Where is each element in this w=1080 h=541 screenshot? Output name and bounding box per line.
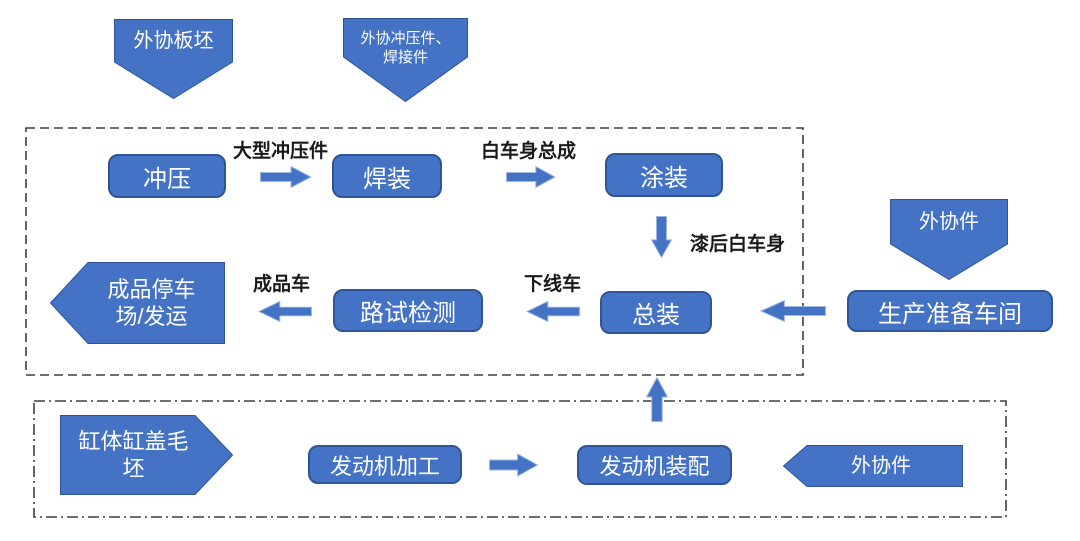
flow-label-offline-vehicle: 下线车 [524, 274, 582, 295]
node-painting: 涂装 [605, 153, 723, 197]
pentagon-down-shape [343, 18, 468, 102]
input-slab-label: 外协板坯 [133, 29, 214, 52]
pentagon-down-shape [890, 199, 1008, 280]
flow-label-large-stamping-parts: 大型冲压件 [233, 141, 329, 162]
input-cylinder-blank-label: 缸体缸盖毛坯 [78, 428, 189, 482]
flow-label-body-in-white-assembly: 白车身总成 [481, 141, 577, 162]
input-outsourced-parts-engine-pentagon: 外协件 [783, 445, 963, 487]
input-outsourced-parts-main-label: 外协件 [919, 211, 979, 233]
arrow-assembly-to-roadtest-icon [526, 301, 580, 322]
node-road-test: 路试检测 [333, 289, 483, 332]
node-final-assembly: 总装 [600, 291, 712, 334]
node-stamping: 冲压 [108, 154, 226, 198]
arrow-welding-to-painting-icon [506, 166, 556, 188]
main-plant-boundary [25, 127, 804, 376]
node-engine-machining: 发动机加工 [308, 445, 462, 484]
node-production-prep-workshop: 生产准备车间 [847, 290, 1053, 332]
arrow-painting-to-assembly-icon [651, 216, 672, 258]
arrow-prep-to-assembly-icon [760, 300, 826, 322]
arrow-machining-to-engine-assembly-icon [489, 453, 538, 477]
arrow-stamping-to-welding-icon [260, 166, 312, 188]
input-stamping-welding-parts-label: 外协冲压件、焊接件 [360, 30, 451, 66]
engine-plant-boundary [33, 400, 1007, 518]
input-outsourced-parts-engine-label: 外协件 [851, 454, 911, 477]
input-cylinder-blank-pentagon: 缸体缸盖毛坯 [60, 415, 233, 495]
flow-label-painted-body-in-white: 漆后白车身 [690, 234, 786, 255]
flow-label-finished-vehicle: 成品车 [253, 274, 311, 295]
pentagon-down-shape [114, 19, 233, 99]
pentagon-left-shape [783, 445, 963, 487]
node-engine-assembly: 发动机装配 [577, 445, 732, 485]
pentagon-left-shape [50, 262, 225, 344]
input-outsourced-parts-main-pentagon: 外协件 [890, 199, 1008, 280]
arrow-roadtest-to-parking-icon [258, 301, 312, 322]
node-welding: 焊装 [332, 154, 442, 198]
node-finished-parking-shipping: 成品停车场/发运 [50, 262, 225, 344]
input-slab-pentagon: 外协板坯 [114, 19, 233, 99]
input-stamping-welding-parts-pentagon: 外协冲压件、焊接件 [343, 18, 468, 102]
arrow-engine-to-assembly-icon [646, 377, 668, 422]
pentagon-right-shape [60, 415, 233, 495]
node-finished-parking-shipping-label: 成品停车场/发运 [107, 276, 196, 330]
